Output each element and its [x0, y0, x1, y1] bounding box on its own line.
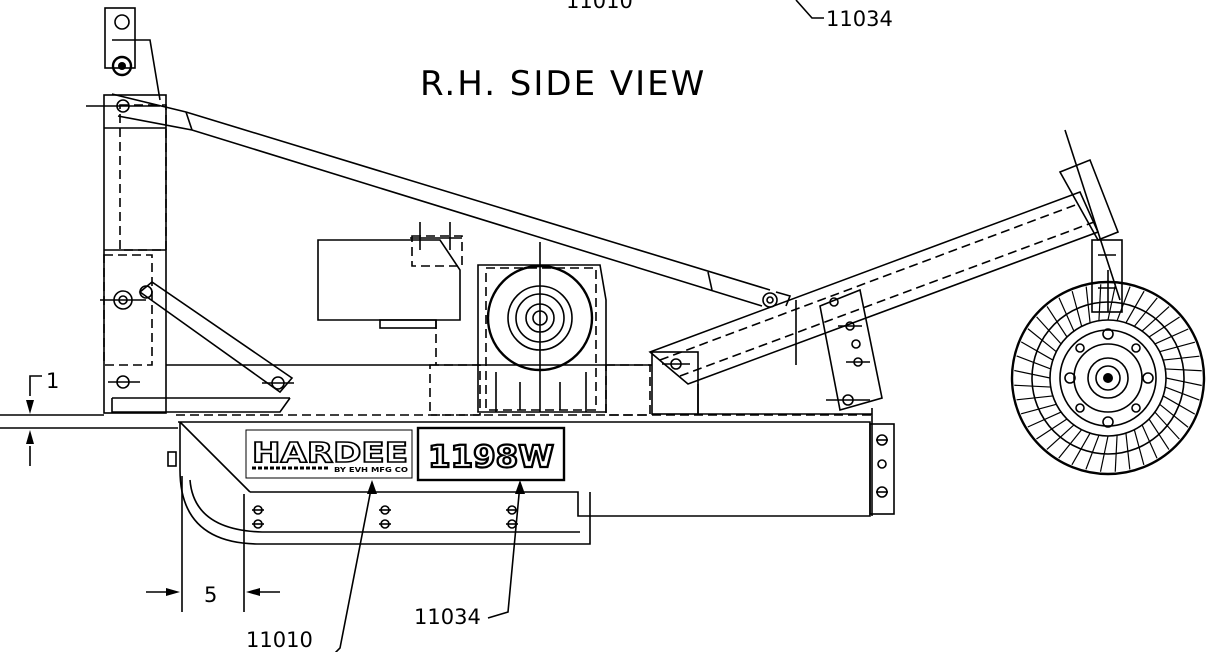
- tread-line: [1125, 290, 1145, 324]
- tread-line: [1046, 424, 1075, 450]
- tread-line: [1165, 377, 1202, 387]
- tread-line: [1133, 429, 1145, 466]
- tread-line: [1020, 403, 1057, 415]
- height-adjust-plate: [819, 288, 883, 412]
- callout-11034: 11034: [414, 605, 481, 629]
- tread-line: [1058, 297, 1075, 332]
- tread-line: [1133, 297, 1158, 327]
- tread-line: [1141, 424, 1158, 459]
- brand-decal: HARDEE BY EVH MFG CO: [245, 429, 413, 479]
- tail-wheel-arm: [648, 190, 1100, 415]
- hitch-mast: [86, 7, 167, 414]
- tread-line: [1107, 284, 1117, 321]
- dimension-5: [146, 476, 280, 612]
- tread-line: [1162, 395, 1196, 415]
- tread-line: [1125, 433, 1131, 470]
- model-number-text: 1198W: [428, 440, 554, 475]
- tread-line: [1071, 290, 1083, 327]
- tread-line: [1020, 341, 1054, 361]
- tread-line: [1154, 411, 1180, 440]
- tail-wheel-yoke: [1058, 129, 1123, 313]
- tread-line: [1159, 403, 1189, 428]
- tread-line: [1098, 284, 1102, 321]
- tread-line: [1141, 306, 1170, 332]
- leader-11010: [334, 480, 377, 652]
- callout-top-11034: 11034: [826, 7, 893, 31]
- gearbox-shield: [317, 222, 463, 329]
- tread-line: [1085, 435, 1100, 470]
- dimension-1-label: 1: [46, 369, 59, 393]
- deck-bolt-holes: [252, 505, 518, 529]
- tread-line: [1036, 418, 1068, 440]
- tread-line: [1014, 384, 1051, 388]
- tread-line: [1116, 286, 1131, 321]
- tread-line: [1085, 286, 1091, 323]
- tread-line: [1114, 435, 1118, 472]
- callout-top-11010: 11010: [566, 0, 633, 13]
- tread-line: [1163, 355, 1200, 361]
- tail-wheel: [1010, 280, 1206, 476]
- tread-line: [1071, 432, 1091, 466]
- tread-line: [1154, 328, 1189, 345]
- tread-line: [1165, 386, 1200, 401]
- leader-11034: [487, 480, 525, 619]
- tread-line: [1099, 435, 1109, 472]
- tread-line: [1027, 328, 1057, 353]
- tire-tread-lines: [1014, 284, 1202, 472]
- tread-line: [1027, 411, 1062, 428]
- lower-brace: [138, 280, 294, 394]
- tread-line: [1016, 355, 1051, 370]
- tread-line: [1148, 418, 1170, 450]
- tread-line: [1159, 341, 1196, 353]
- tread-line: [1016, 395, 1053, 401]
- model-decal: 1198W: [416, 426, 566, 482]
- view-title: R.H. SIDE VIEW: [420, 64, 706, 104]
- brand-logo-text: HARDEE: [252, 436, 408, 469]
- callout-11010: 11010: [246, 628, 313, 652]
- tread-line: [1148, 316, 1180, 338]
- tread-line: [1036, 316, 1062, 345]
- brand-subline-text: BY EVH MFG CO: [334, 466, 408, 474]
- dimension-1: [0, 375, 178, 466]
- dimension-5-label: 5: [204, 583, 217, 607]
- gearbox-housing: [477, 242, 607, 413]
- upper-brace-bar: [111, 93, 792, 308]
- tread-line: [1165, 368, 1202, 372]
- tread-line: [1014, 369, 1051, 379]
- tread-line: [1058, 429, 1083, 459]
- tread-line: [1046, 306, 1068, 338]
- leader-top-11034: [795, 0, 824, 19]
